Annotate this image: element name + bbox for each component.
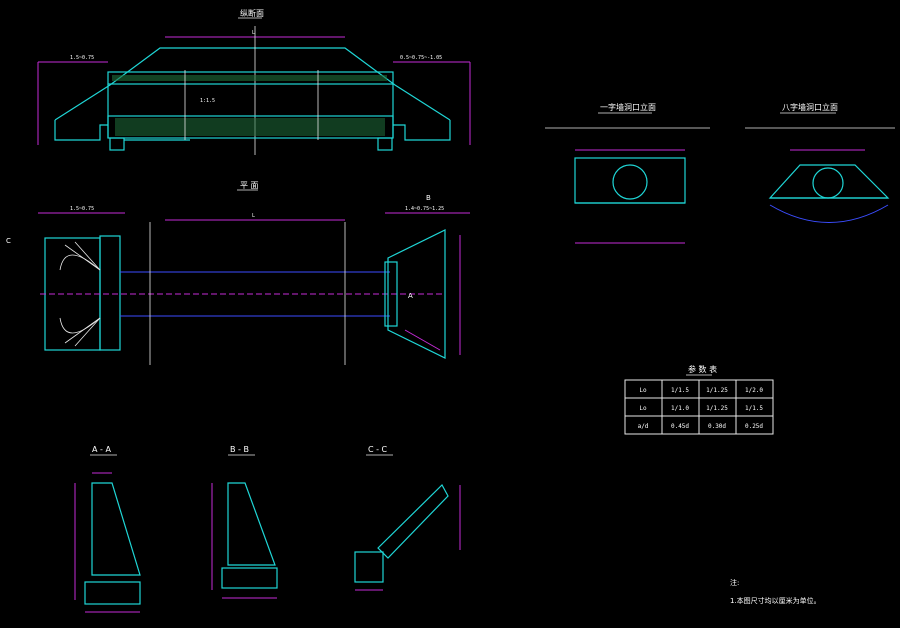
side1-title: 一字墙洞口立面: [600, 102, 656, 112]
table-cell: a/d: [638, 423, 649, 430]
left-footing: [109, 137, 125, 151]
plan-dim-label-1: 1.5~0.75: [70, 206, 94, 212]
table-cell: 0.25d: [745, 423, 763, 430]
notes: 注: 1.本图尺寸均以厘米为单位。: [730, 578, 821, 605]
notes-line-1: 1.本图尺寸均以厘米为单位。: [730, 596, 821, 605]
table-cell: 1/1.0: [671, 405, 689, 412]
table-cell: 1/1.5: [671, 387, 689, 394]
side2-title: 八字墙洞口立面: [782, 102, 838, 112]
section-cc-wing: [377, 484, 449, 559]
right-footing: [377, 137, 393, 151]
pipe-hatch: [115, 118, 385, 136]
section-cc: C - C: [354, 445, 461, 591]
headwall-cap: [107, 71, 394, 85]
section-bb-wall: [227, 482, 276, 566]
fan-ray-3: [64, 317, 101, 344]
section-cc-title: C - C: [368, 445, 388, 454]
section-aa: A - A: [74, 445, 141, 613]
elevation-view: 纵断面 1.5~0.75 0.5~0.75~-1.05 1:1.5 L: [37, 8, 471, 155]
table-cell: 1/1.25: [706, 405, 728, 412]
left-wing-base: [54, 120, 108, 141]
dim-label-slope: 1:1.5: [200, 98, 215, 104]
table-cell: Lo: [639, 387, 647, 394]
section-marker-a: A: [408, 292, 413, 300]
dim-label-1: 1.5~0.75: [70, 55, 94, 61]
cap-hatch: [112, 75, 387, 81]
section-marker-c: C: [6, 237, 11, 245]
table-cell: 0.30d: [708, 423, 726, 430]
left-wall-plan: [99, 235, 121, 351]
fan-ray-1: [64, 244, 101, 271]
fan-ray-2: [74, 241, 101, 271]
left-upper-fan: [59, 254, 101, 271]
fan-ray-4: [74, 317, 101, 347]
table-cell: Lo: [639, 405, 647, 412]
section-marker-b: B: [426, 194, 431, 202]
notes-title: 注:: [730, 578, 739, 587]
right-wall-plan: [384, 261, 398, 327]
dim-label-length: L: [252, 30, 255, 36]
side-elevations: 一字墙洞口立面 八字墙洞口立面: [545, 102, 895, 244]
plan-title: 平 面: [240, 181, 259, 190]
right-wing-plan: [387, 229, 446, 359]
table-title: 参 数 表: [688, 364, 717, 374]
section-cc-footing: [354, 551, 384, 583]
embankment-outline: [54, 47, 451, 121]
plan-dim-label-3: 1.4~0.75~1.25: [405, 206, 444, 212]
side2-foundation: [769, 204, 889, 223]
section-bb-footing: [221, 567, 278, 589]
table-cell: 1/2.0: [745, 387, 763, 394]
section-aa-wall: [91, 482, 141, 576]
elevation-title: 纵断面: [240, 8, 264, 18]
dim-label-2: 0.5~0.75~-1.05: [400, 55, 442, 61]
side2-wall: [768, 164, 890, 199]
section-aa-title: A - A: [92, 445, 111, 454]
left-lower-fan: [59, 317, 101, 334]
table-cell: 0.45d: [671, 423, 689, 430]
plan-dim-label-2: L: [252, 213, 255, 219]
plan-view: 平 面 1.5~0.75 L 1.4~0.75~1.25 C B A: [6, 181, 470, 365]
right-wing-base: [393, 120, 451, 141]
side2-pipe: [812, 167, 844, 199]
section-bb-title: B - B: [230, 445, 249, 454]
wing-diagonal: [404, 329, 441, 351]
table-cell: 1/1.25: [706, 387, 728, 394]
table-cell: 1/1.5: [745, 405, 763, 412]
section-aa-footing: [84, 581, 141, 605]
parameter-table: 参 数 表 Lo 1/1.5 1/1.25 1/2.0 Lo 1/1.0 1/1…: [624, 364, 774, 435]
side1-pipe: [612, 164, 648, 200]
section-bb: B - B: [211, 445, 278, 599]
